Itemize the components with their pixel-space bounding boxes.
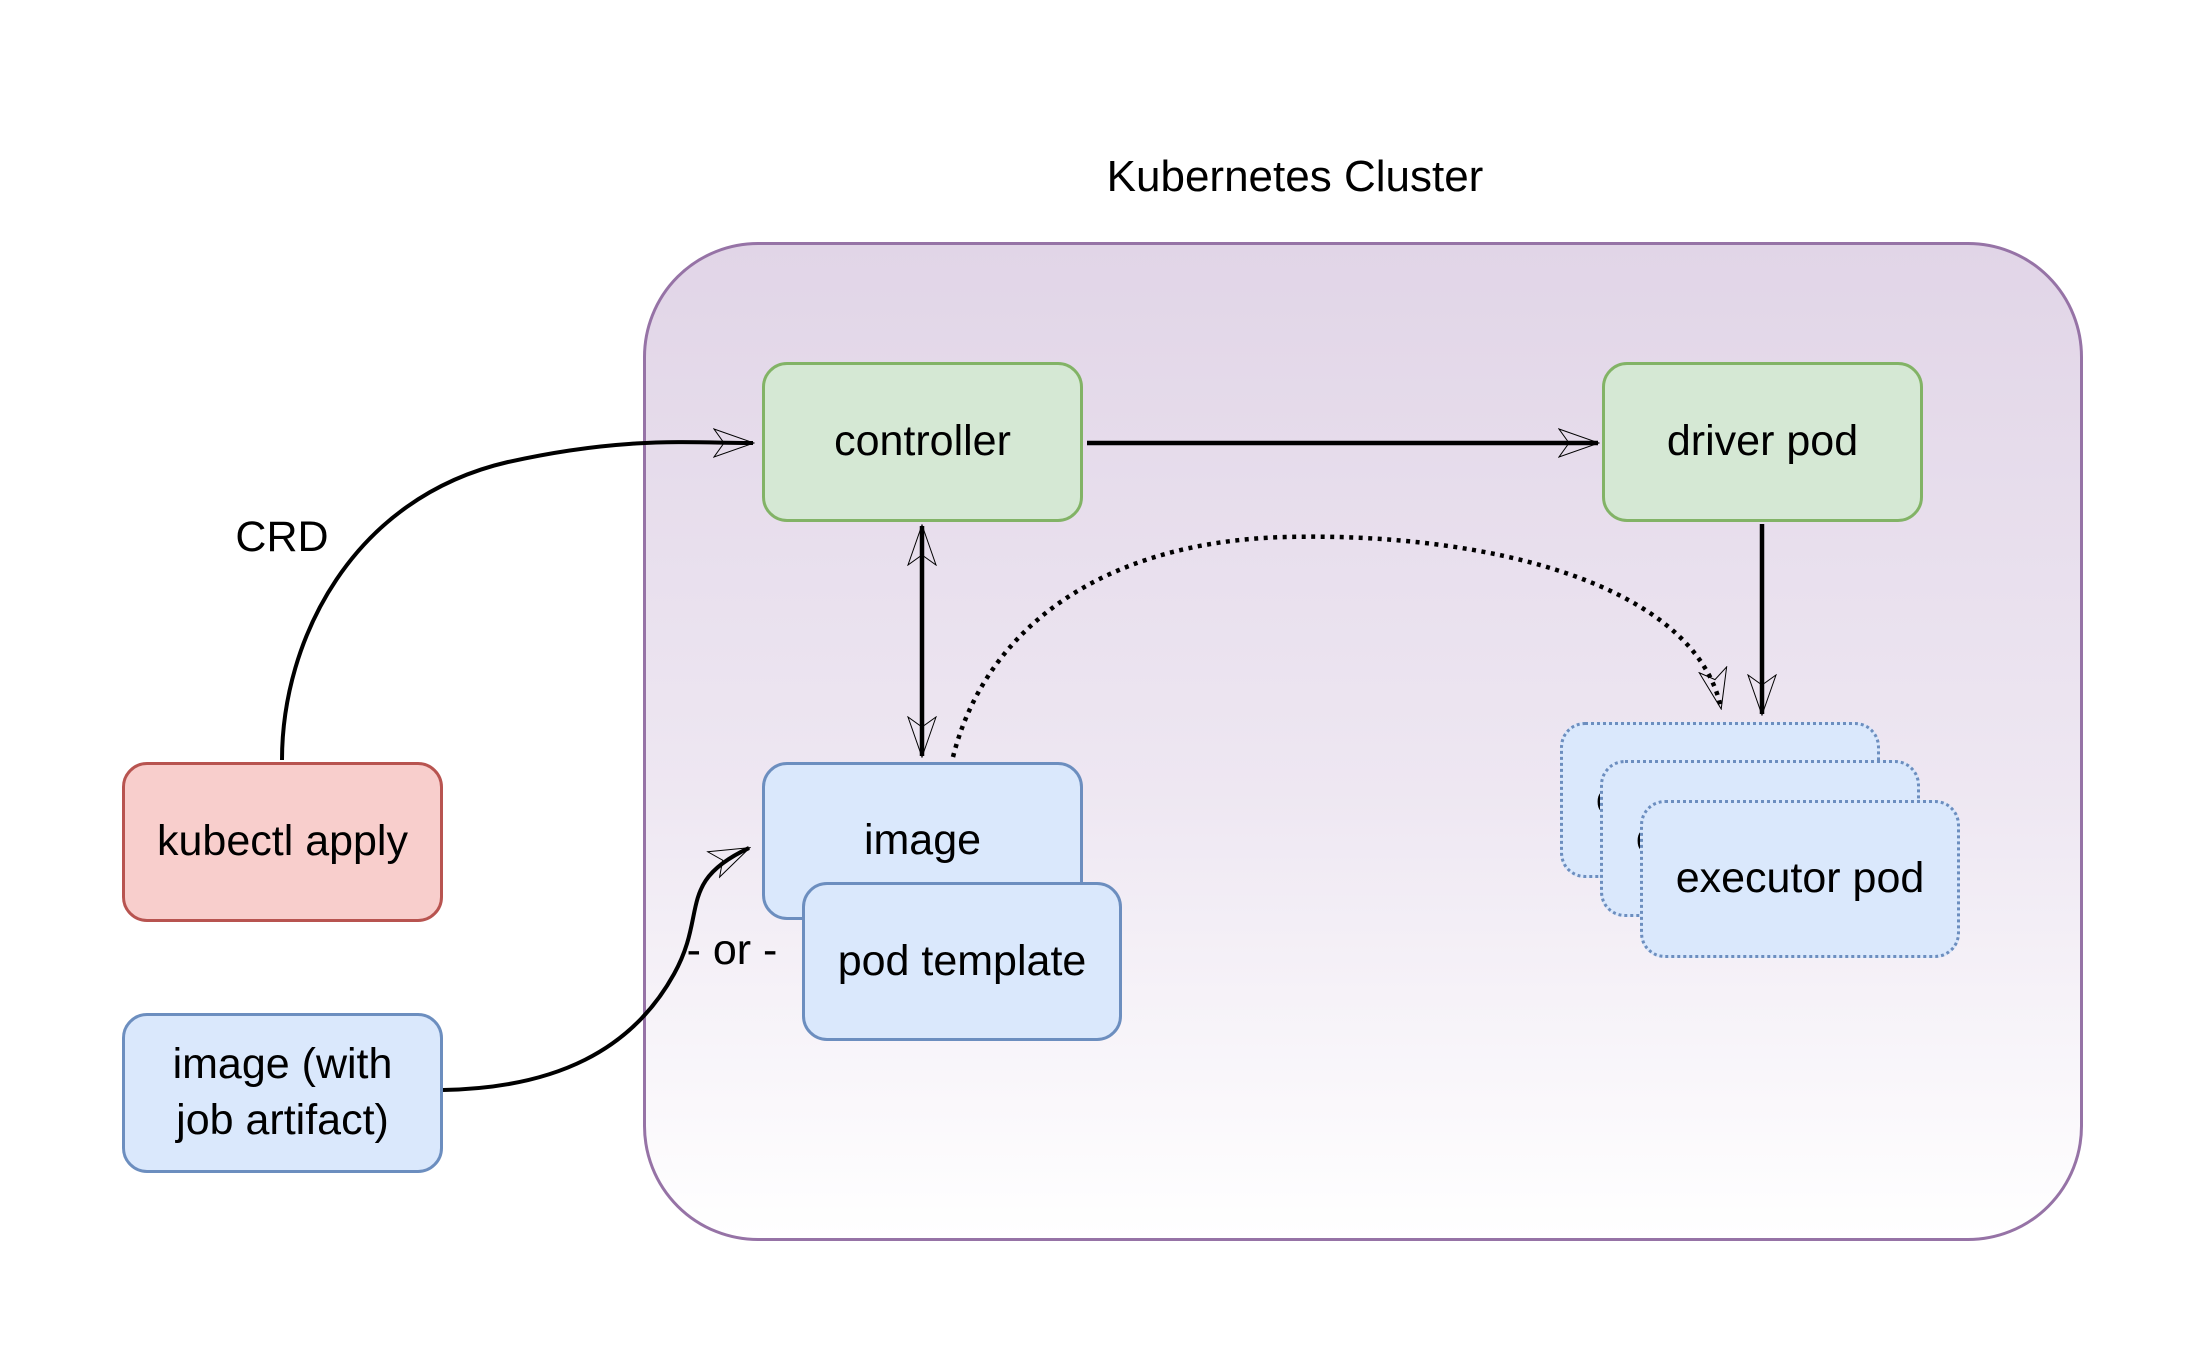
label-or: - or - xyxy=(686,926,778,974)
node-executor-pod-front-label: executor pod xyxy=(1675,854,1925,903)
node-controller: controller xyxy=(762,362,1083,522)
node-image-with-job-artifact-label: image (with job artifact) xyxy=(172,1040,393,1144)
node-kubectl-apply-label: kubectl apply xyxy=(157,817,408,866)
node-driver-pod: driver pod xyxy=(1602,362,1923,522)
node-driver-pod-label: driver pod xyxy=(1666,417,1859,466)
label-crd: CRD xyxy=(235,513,329,561)
node-controller-label: controller xyxy=(834,417,1011,466)
node-image-with-job-artifact: image (with job artifact) xyxy=(122,1013,443,1173)
node-image-label: image xyxy=(863,816,982,865)
node-pod-template-label: pod template xyxy=(837,936,1087,985)
node-executor-pod-front: executor pod xyxy=(1640,800,1960,958)
node-pod-template: pod template xyxy=(802,882,1122,1041)
node-kubectl-apply: kubectl apply xyxy=(122,762,443,922)
cluster-title: Kubernetes Cluster xyxy=(1106,152,1484,201)
